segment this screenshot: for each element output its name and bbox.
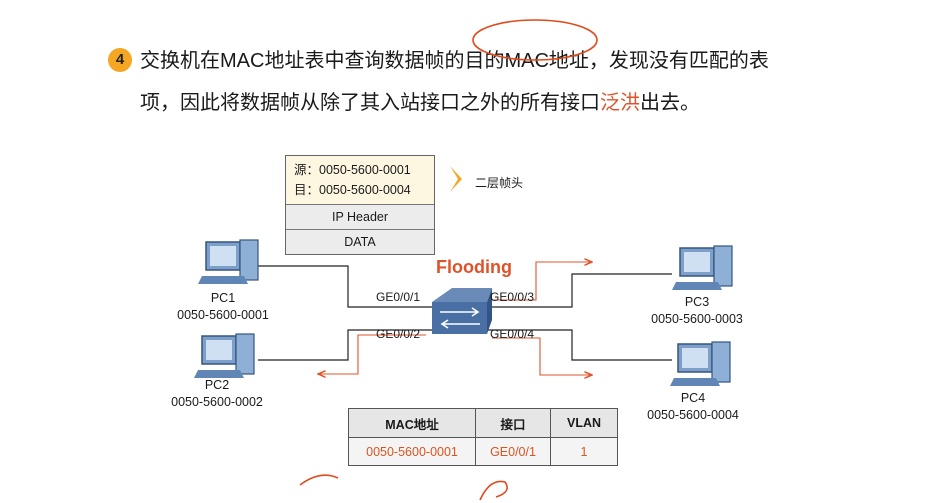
mac-table-header: MAC地址 接口 VLAN <box>348 408 618 438</box>
pc4-name: PC4 <box>680 391 706 405</box>
pc1-name: PC1 <box>210 291 236 305</box>
mac-address-table: MAC地址 接口 VLAN 0050-5600-0001 GE0/0/1 1 <box>348 408 618 466</box>
pc4-icon <box>670 341 731 386</box>
pc1-label: PC1 0050-5600-0001 <box>158 290 288 324</box>
data-frame-box: 源：0050-5600-0001 目：0050-5600-0004 IP Hea… <box>285 155 435 255</box>
port-ge002: GE0/0/2 <box>376 327 421 341</box>
pc1-mac: 0050-5600-0001 <box>177 308 269 322</box>
col-port: 接口 <box>475 408 551 438</box>
frame-dst-mac: 目：0050-5600-0004 <box>294 183 411 197</box>
link-pc2 <box>258 329 432 361</box>
pc2-icon <box>194 333 255 378</box>
flooding-label: Flooding <box>436 257 512 277</box>
step-number-badge: 4 <box>108 48 132 72</box>
cell-mac: 0050-5600-0001 <box>348 437 476 466</box>
pc3-name: PC3 <box>684 295 710 309</box>
port-ge004: GE0/0/4 <box>490 327 535 341</box>
data-row: DATA <box>286 230 434 254</box>
pc2-label: PC2 0050-5600-0002 <box>152 377 282 411</box>
layer2-header-label: 二层帧头 <box>475 176 524 190</box>
link-pc3 <box>487 273 672 308</box>
pc3-mac: 0050-5600-0003 <box>651 312 743 326</box>
pc4-mac: 0050-5600-0004 <box>647 408 739 422</box>
switch-icon <box>432 288 492 334</box>
cell-vlan: 1 <box>550 437 618 466</box>
step-description-line1: 交换机在MAC地址表中查询数据帧的目的MAC地址，发现没有匹配的表 <box>140 50 769 72</box>
flooding-highlight: 泛洪 <box>600 92 640 114</box>
pc3-label: PC3 0050-5600-0003 <box>632 294 762 328</box>
port-ge001: GE0/0/1 <box>376 290 421 304</box>
pc2-name: PC2 <box>204 378 230 392</box>
line2-text: 项，因此将数据帧从除了其入站接口之外的所有接口 <box>140 92 600 114</box>
port-ge003: GE0/0/3 <box>490 290 535 304</box>
link-pc4 <box>487 329 672 361</box>
layer2-arrow-icon <box>450 166 462 192</box>
flood-arrow-pc3 <box>492 262 592 301</box>
pc1-icon <box>198 239 259 284</box>
pc4-label: PC4 0050-5600-0004 <box>628 390 758 424</box>
pc3-icon <box>672 245 733 290</box>
cell-port: GE0/0/1 <box>475 437 551 466</box>
ip-header-row: IP Header <box>286 205 434 230</box>
table-row: 0050-5600-0001 GE0/0/1 1 <box>348 437 618 466</box>
pc2-mac: 0050-5600-0002 <box>171 395 263 409</box>
line2-end: 出去。 <box>640 92 700 114</box>
layer2-header: 源：0050-5600-0001 目：0050-5600-0004 <box>286 156 434 205</box>
col-vlan: VLAN <box>550 408 618 438</box>
link-pc1 <box>258 265 432 308</box>
flood-arrow-pc2 <box>318 334 426 374</box>
col-mac: MAC地址 <box>348 408 476 438</box>
frame-src-mac: 源：0050-5600-0001 <box>294 163 411 177</box>
flood-arrow-pc4 <box>492 337 592 375</box>
step-description-line2: 项，因此将数据帧从除了其入站接口之外的所有接口泛洪出去。 <box>140 86 700 115</box>
